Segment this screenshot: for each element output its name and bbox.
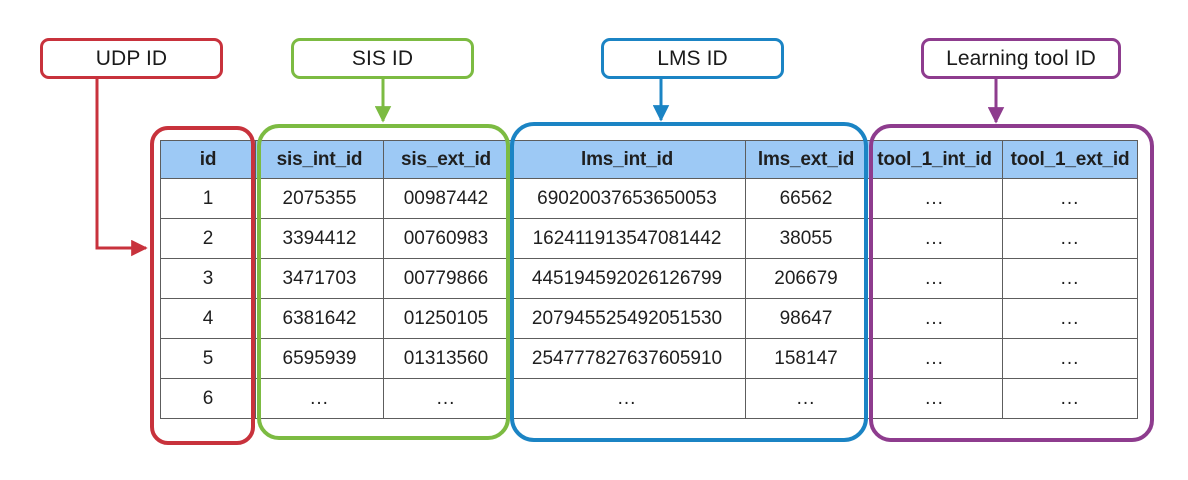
table-row: 4 6381642 01250105 207945525492051530 98… [160, 298, 1138, 339]
cell-tool-1-int-id: ... [866, 298, 1003, 339]
table: id sis_int_id sis_ext_id lms_int_id lms_… [160, 140, 1138, 419]
cell-lms-ext-id: ... [745, 378, 867, 419]
table-header-row: id sis_int_id sis_ext_id lms_int_id lms_… [160, 140, 1138, 179]
cell-sis-ext-id: 00779866 [383, 258, 509, 299]
cell-tool-1-int-id: ... [866, 178, 1003, 219]
cell-lms-int-id: 162411913547081442 [508, 218, 746, 259]
table-row: 6 ... ... ... ... ... ... [160, 378, 1138, 419]
cell-sis-ext-id: 00987442 [383, 178, 509, 219]
cell-sis-ext-id: ... [383, 378, 509, 419]
cell-id: 5 [160, 338, 256, 379]
cell-id: 6 [160, 378, 256, 419]
cell-tool-1-int-id: ... [866, 218, 1003, 259]
column-header-tool-1-ext-id: tool_1_ext_id [1002, 140, 1138, 179]
cell-id: 4 [160, 298, 256, 339]
column-header-sis-int-id: sis_int_id [255, 140, 384, 179]
cell-lms-ext-id: 38055 [745, 218, 867, 259]
column-header-id: id [160, 140, 256, 179]
column-header-sis-ext-id: sis_ext_id [383, 140, 509, 179]
cell-tool-1-ext-id: ... [1002, 218, 1138, 259]
callout-udp-id[interactable]: UDP ID [40, 38, 223, 79]
cell-tool-1-ext-id: ... [1002, 258, 1138, 299]
table-row: 1 2075355 00987442 69020037653650053 665… [160, 178, 1138, 219]
connector-udp-id [95, 79, 148, 257]
cell-sis-int-id: 6595939 [255, 338, 384, 379]
callout-learning-tool-id[interactable]: Learning tool ID [921, 38, 1121, 79]
cell-tool-1-ext-id: ... [1002, 178, 1138, 219]
cell-lms-int-id: 254777827637605910 [508, 338, 746, 379]
cell-tool-1-ext-id: ... [1002, 298, 1138, 339]
cell-tool-1-int-id: ... [866, 258, 1003, 299]
callout-sis-id[interactable]: SIS ID [291, 38, 474, 79]
cell-sis-int-id: 3394412 [255, 218, 384, 259]
column-header-lms-int-id: lms_int_id [508, 140, 746, 179]
cell-lms-int-id: 445194592026126799 [508, 258, 746, 299]
cell-sis-ext-id: 01250105 [383, 298, 509, 339]
cell-sis-int-id: 2075355 [255, 178, 384, 219]
column-header-tool-1-int-id: tool_1_int_id [866, 140, 1003, 179]
cell-lms-int-id: ... [508, 378, 746, 419]
cell-sis-int-id: ... [255, 378, 384, 419]
id-mapping-table: id sis_int_id sis_ext_id lms_int_id lms_… [160, 140, 1138, 419]
cell-tool-1-int-id: ... [866, 378, 1003, 419]
column-header-lms-ext-id: lms_ext_id [745, 140, 867, 179]
callout-lms-id[interactable]: LMS ID [601, 38, 784, 79]
cell-lms-int-id: 207945525492051530 [508, 298, 746, 339]
cell-id: 3 [160, 258, 256, 299]
cell-lms-ext-id: 158147 [745, 338, 867, 379]
cell-lms-ext-id: 206679 [745, 258, 867, 299]
cell-lms-int-id: 69020037653650053 [508, 178, 746, 219]
cell-lms-ext-id: 66562 [745, 178, 867, 219]
cell-sis-int-id: 3471703 [255, 258, 384, 299]
cell-sis-ext-id: 01313560 [383, 338, 509, 379]
cell-sis-int-id: 6381642 [255, 298, 384, 339]
cell-tool-1-ext-id: ... [1002, 338, 1138, 379]
cell-tool-1-ext-id: ... [1002, 378, 1138, 419]
cell-lms-ext-id: 98647 [745, 298, 867, 339]
table-row: 5 6595939 01313560 254777827637605910 15… [160, 338, 1138, 379]
table-row: 3 3471703 00779866 445194592026126799 20… [160, 258, 1138, 299]
cell-sis-ext-id: 00760983 [383, 218, 509, 259]
table-row: 2 3394412 00760983 162411913547081442 38… [160, 218, 1138, 259]
cell-tool-1-int-id: ... [866, 338, 1003, 379]
cell-id: 2 [160, 218, 256, 259]
cell-id: 1 [160, 178, 256, 219]
